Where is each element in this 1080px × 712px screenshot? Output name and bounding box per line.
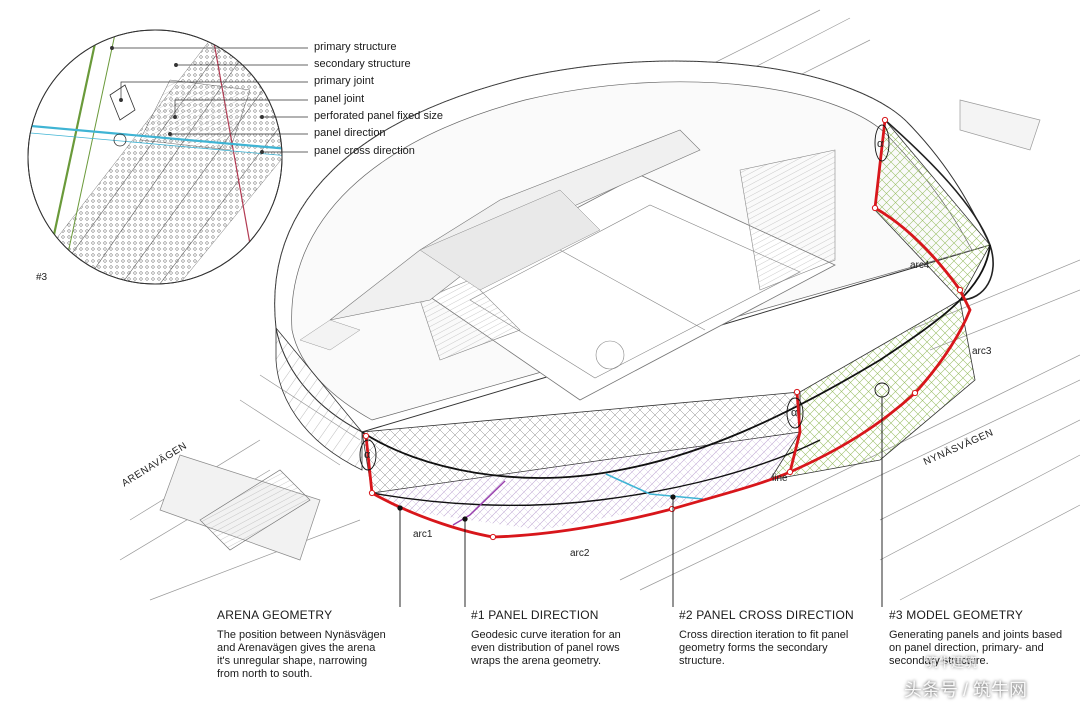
caption-title-panel-direction: #1 PANEL DIRECTION	[471, 608, 599, 622]
caption-body-panel-direction: Geodesic curve iteration for an even dis…	[471, 629, 661, 668]
caption-line: even distribution of panel rows	[471, 642, 620, 654]
arc3-label: arc3	[972, 346, 992, 357]
caption-line: and Arenavägen gives the arena	[217, 642, 376, 654]
caption-line: from north to south.	[217, 668, 313, 680]
detail-magnifier	[27, 29, 283, 285]
caption-line: geometry forms the secondary	[679, 642, 828, 654]
legend-leaders	[110, 46, 308, 154]
arc2-label: arc2	[570, 548, 590, 559]
legend-primary-structure: primary structure	[314, 41, 397, 53]
legend-panel-joint: panel joint	[314, 93, 365, 105]
caption-body-model-geometry: Generating panels and joints based on pa…	[889, 629, 1079, 668]
caption-title-panel-cross-direction: #2 PANEL CROSS DIRECTION	[679, 608, 854, 622]
site-context	[119, 9, 1080, 601]
caption-title-model-geometry: #3 MODEL GEOMETRY	[889, 608, 1024, 622]
caption-line: Generating panels and joints based	[889, 629, 1063, 641]
caption-line: secondary structure.	[889, 655, 989, 667]
caption-line: Cross direction iteration to fit panel	[679, 629, 849, 641]
caption-body-arena-geometry: The position between Nynäsvägen and Aren…	[217, 629, 407, 681]
alpha-label-north: α	[877, 138, 884, 150]
arc4-label: arc4	[910, 260, 930, 271]
caption-body-panel-cross-direction: Cross direction iteration to fit panel g…	[679, 629, 869, 668]
caption-line: on panel direction, primary- and	[889, 642, 1044, 654]
caption-title-arena-geometry: ARENA GEOMETRY	[217, 608, 333, 622]
panel-cross-direction-line	[605, 473, 704, 500]
caption-line: Geodesic curve iteration for an	[471, 629, 621, 641]
legend-primary-joint: primary joint	[314, 75, 374, 87]
alpha-label-east: α	[791, 407, 798, 419]
legend-panel-cross-direction: panel cross direction	[314, 145, 415, 157]
panel-direction-line	[452, 480, 506, 526]
arc1-label: arc1	[413, 529, 433, 540]
caption-leaders	[397, 397, 883, 607]
watermark-main: 头条号 / 筑牛网	[904, 680, 1028, 700]
caption-line: The position between Nynäsvägen	[217, 629, 386, 641]
alpha-label-west: α	[364, 449, 371, 461]
caption-line: wraps the arena geometry.	[471, 655, 602, 667]
caption-line: it's unregular shape, narrowing	[217, 655, 368, 667]
legend-perforated-panel: perforated panel fixed size	[314, 110, 444, 122]
line-label: line	[772, 473, 788, 484]
arena-geometry-curve	[359, 116, 972, 541]
legend-secondary-structure: secondary structure	[314, 58, 411, 70]
legend-panel-direction: panel direction	[314, 127, 386, 139]
arena-roof	[274, 60, 991, 433]
detail-tag: #3	[36, 272, 48, 283]
caption-line: structure.	[679, 655, 725, 667]
watermark-small: 筑牛建筑	[925, 655, 978, 670]
